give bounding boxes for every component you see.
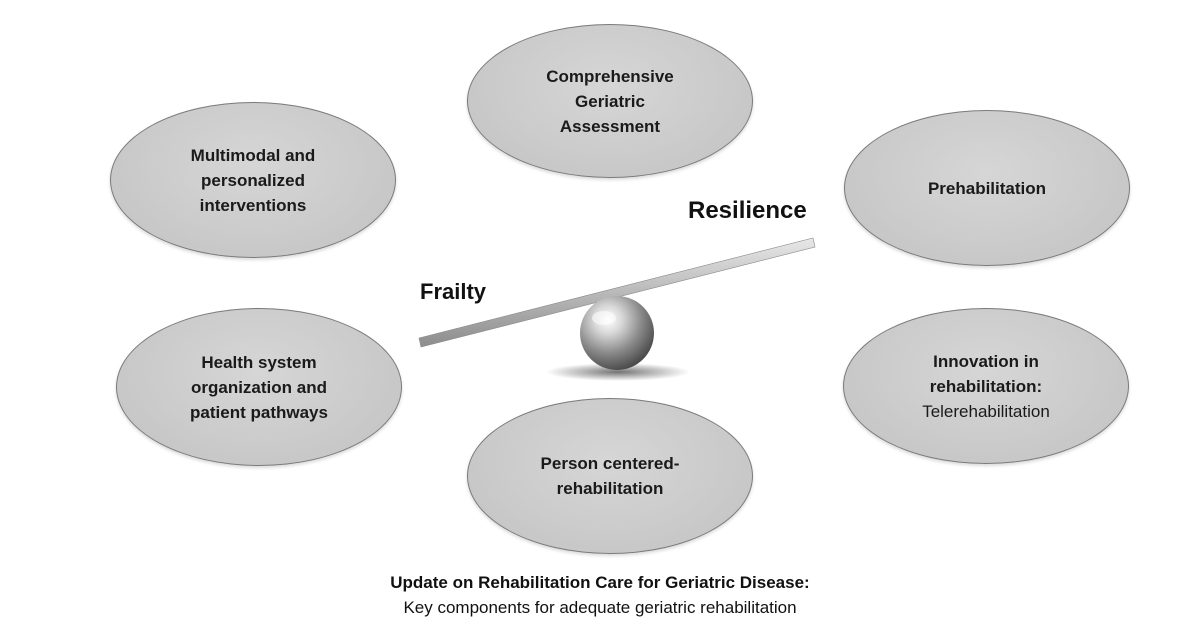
node-comprehensive-geriatric-assessment: Comprehensive Geriatric Assessment: [467, 24, 753, 178]
frailty-label: Frailty: [420, 279, 487, 304]
node-health-system: Health system organization and patient p…: [116, 308, 402, 466]
node-label-line: Telerehabilitation: [922, 401, 1050, 421]
resilience-label: Resilience: [688, 197, 807, 224]
node-label-line: Multimodal and: [190, 145, 316, 165]
node-label-line: Geriatric: [575, 91, 645, 111]
ball-shadow: [546, 363, 690, 381]
node-prehabilitation: Prehabilitation: [844, 110, 1130, 266]
node-label-line: interventions: [199, 195, 307, 215]
node-label-line: Prehabilitation: [927, 178, 1047, 198]
node-label-line: Assessment: [559, 116, 661, 136]
caption-subtitle: Key components for adequate geriatric re…: [403, 598, 797, 617]
node-label-line: Comprehensive: [546, 66, 674, 86]
node-label-line: patient pathways: [190, 402, 328, 422]
node-label-line: Person centered-: [540, 454, 680, 473]
node-label-line: rehabilitation:: [929, 376, 1043, 396]
node-label-line: personalized: [201, 170, 305, 190]
node-innovation-rehabilitation: Innovation in rehabilitation: Telerehabi…: [843, 308, 1129, 464]
node-label-line: organization and: [190, 377, 327, 397]
node-person-centered-rehabilitation: Person centered- rehabilitation: [467, 398, 753, 554]
caption: Update on Rehabilitation Care for Geriat…: [0, 570, 1200, 620]
node-label-line: rehabilitation: [556, 479, 664, 498]
node-multimodal-interventions: Multimodal and personalized intervention…: [110, 102, 396, 258]
node-label-line: Innovation in: [933, 351, 1039, 371]
pivot-ball: [580, 296, 654, 370]
seesaw-beam: [418, 237, 816, 348]
node-label-line: Health system: [201, 352, 317, 372]
caption-title: Update on Rehabilitation Care for Geriat…: [390, 573, 810, 592]
